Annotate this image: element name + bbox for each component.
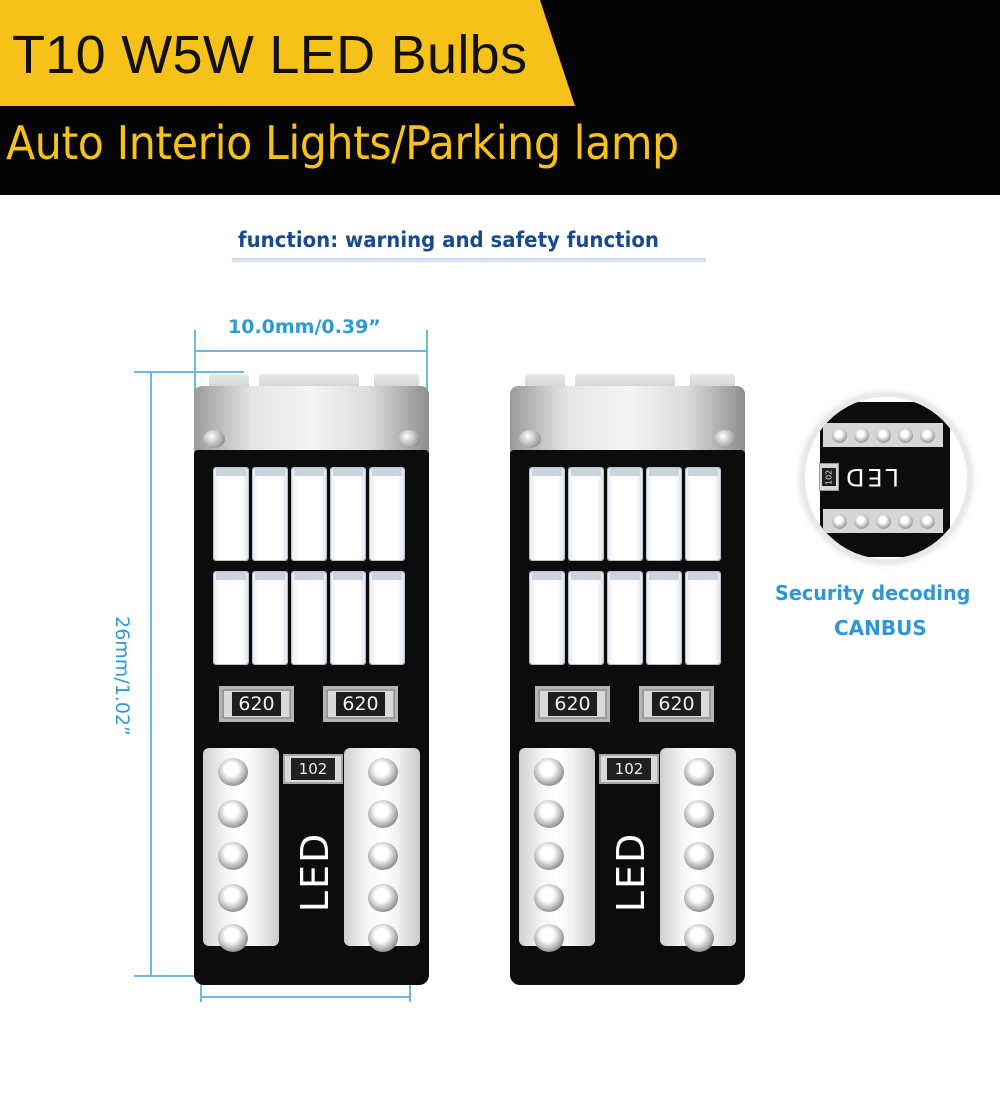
contact-hole	[534, 842, 564, 870]
zoom-hole	[832, 514, 847, 529]
bulb-cap	[510, 386, 745, 456]
resistor-label: 620	[652, 692, 701, 716]
smd-led	[214, 572, 248, 664]
smd-led	[331, 468, 365, 560]
smd-led	[608, 468, 642, 560]
zoom-hole	[854, 514, 869, 529]
smd-led	[253, 572, 287, 664]
height-dimension-tick-top	[134, 371, 244, 373]
height-dimension-label: 26mm/1.02”	[111, 616, 133, 736]
smd-led	[292, 572, 326, 664]
contact-hole	[534, 924, 564, 952]
contact-hole	[684, 800, 714, 828]
board-led-text: LED	[609, 831, 654, 913]
smd-led	[647, 572, 681, 664]
zoom-hole	[920, 514, 935, 529]
contact-hole	[368, 758, 398, 786]
smd-led	[569, 572, 603, 664]
smd-led	[292, 468, 326, 560]
width-dimension-tick-left	[194, 330, 196, 392]
resistor-label: 620	[336, 692, 385, 716]
smd-led	[608, 572, 642, 664]
contact-hole	[684, 924, 714, 952]
pin-head	[398, 430, 420, 448]
resistor: 620	[219, 686, 294, 722]
pin-head	[714, 430, 736, 448]
height-dimension-line	[150, 372, 152, 976]
smd-led	[530, 572, 564, 664]
smd-led	[370, 468, 404, 560]
title-banner	[0, 0, 575, 106]
contact-hole	[218, 842, 248, 870]
page-subtitle: Auto Interio Lights/Parking lamp	[6, 116, 679, 170]
smd-led	[331, 572, 365, 664]
led-bulb-right: 620 620 102 LED	[505, 360, 750, 990]
resistor: 620	[535, 686, 610, 722]
smd-led	[686, 572, 720, 664]
bulb-cap	[194, 386, 429, 456]
zoom-led-text: LED	[843, 463, 900, 491]
smd-led	[214, 468, 248, 560]
resistor-label: 620	[548, 692, 597, 716]
chip-102: 102	[599, 754, 659, 784]
contact-hole	[218, 800, 248, 828]
zoom-hole	[920, 428, 935, 443]
resistor: 620	[323, 686, 398, 722]
width-dimension-label: 10.0mm/0.39”	[228, 316, 381, 338]
zoom-hole	[854, 428, 869, 443]
page-title: T10 W5W LED Bulbs	[12, 25, 528, 85]
width-dimension-line	[196, 350, 428, 352]
smd-led	[647, 468, 681, 560]
contact-hole	[684, 842, 714, 870]
security-decoding-label: Security decoding	[775, 581, 971, 605]
width-dimension-tick-right	[426, 330, 428, 392]
zoom-hole	[898, 514, 913, 529]
contact-hole	[534, 758, 564, 786]
pin-head	[519, 430, 541, 448]
smd-led	[530, 468, 564, 560]
zoom-chip-label: 102	[822, 468, 836, 486]
smd-led	[253, 468, 287, 560]
contact-hole	[368, 800, 398, 828]
zoom-hole	[832, 428, 847, 443]
contact-hole	[534, 800, 564, 828]
smd-led	[370, 572, 404, 664]
contact-hole	[368, 924, 398, 952]
pin-head	[203, 430, 225, 448]
resistor-label: 620	[232, 692, 281, 716]
chip-label: 102	[291, 758, 335, 780]
function-caption: function: warning and safety function	[238, 228, 659, 252]
led-bulb-left: 620 620 102 LED	[189, 360, 434, 990]
height-dimension-tick-bottom	[134, 975, 244, 977]
chip-102: 102	[283, 754, 343, 784]
base-dimension-line	[202, 996, 410, 998]
contact-hole	[534, 884, 564, 912]
contact-hole	[218, 884, 248, 912]
contact-hole	[684, 884, 714, 912]
contact-hole	[368, 884, 398, 912]
board-led-text: LED	[293, 831, 338, 913]
contact-hole	[218, 924, 248, 952]
chip-label: 102	[607, 758, 651, 780]
canbus-label: CANBUS	[834, 616, 927, 640]
contact-hole	[368, 842, 398, 870]
smd-led	[686, 468, 720, 560]
contact-hole	[684, 758, 714, 786]
zoom-detail-circle: 102 LED	[805, 397, 967, 559]
resistor: 620	[639, 686, 714, 722]
zoom-hole	[898, 428, 913, 443]
zoom-hole	[876, 514, 891, 529]
smd-led	[569, 468, 603, 560]
contact-hole	[218, 758, 248, 786]
zoom-chip-102: 102	[819, 463, 839, 491]
caption-underline	[232, 258, 706, 263]
zoom-hole	[876, 428, 891, 443]
